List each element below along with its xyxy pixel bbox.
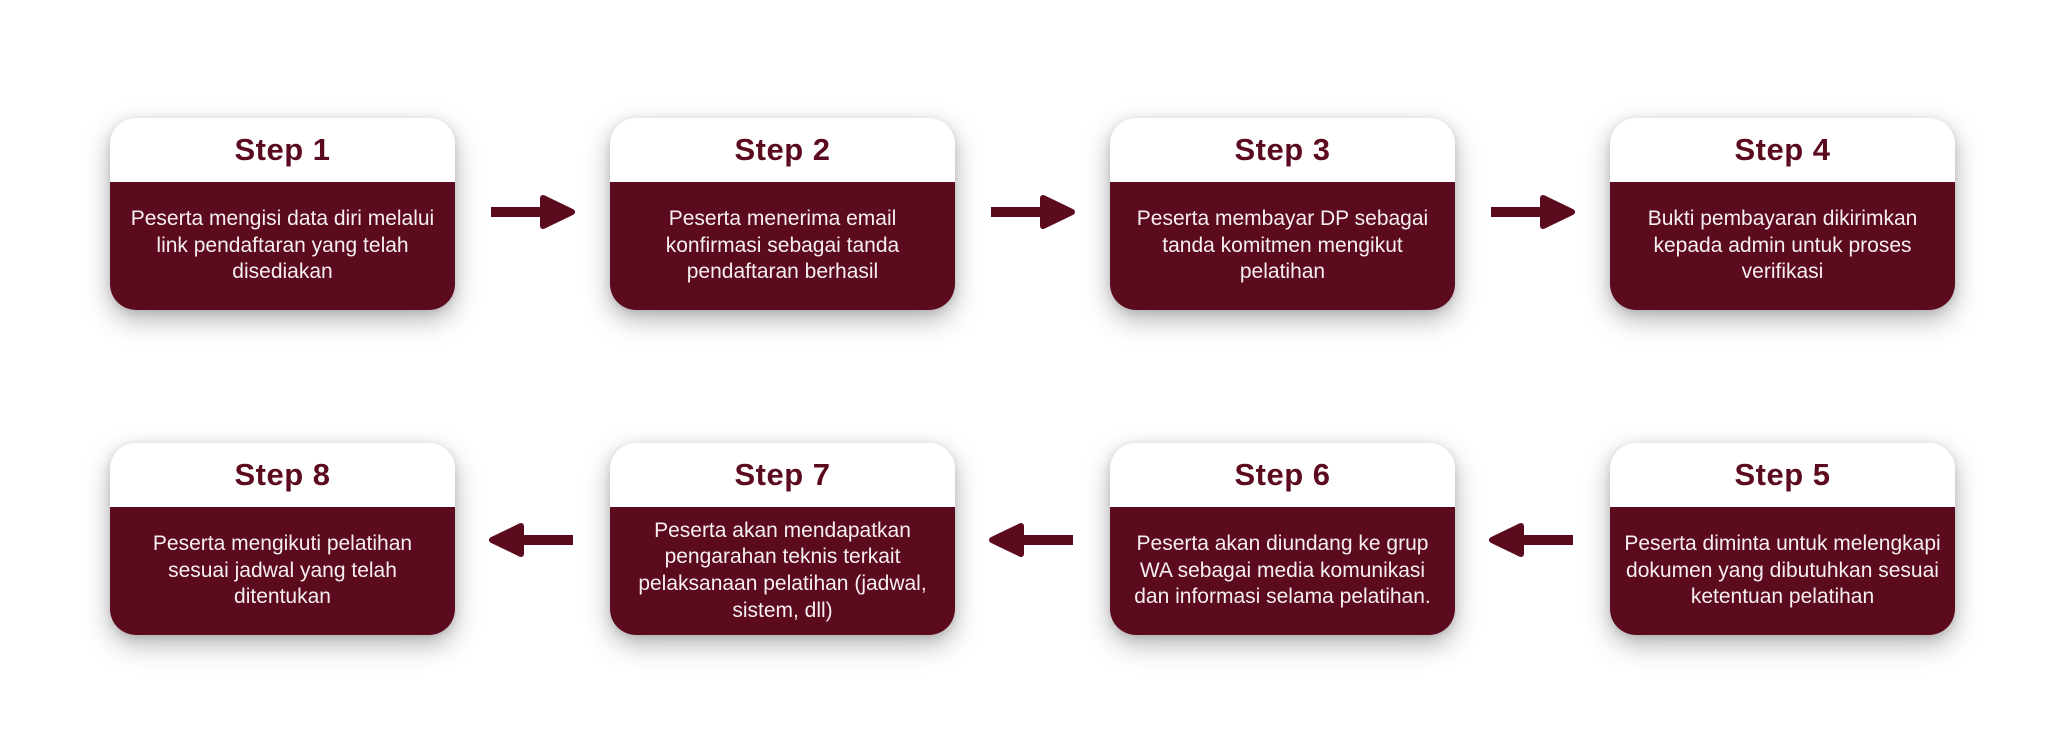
flow-arrow-5-6 [1486,518,1578,562]
step-description: Peserta mengikuti pelatihan sesuai jadwa… [152,532,413,609]
step-description: Peserta akan mendapatkan pengarahan tekn… [638,518,927,622]
step-description: Peserta membayar DP sebagai tanda komitm… [1136,207,1429,284]
step-card-body: Peserta mengisi data diri melalui link p… [110,182,455,310]
step-card-header: Step 5 [1610,443,1955,507]
step-card-header: Step 7 [610,443,955,507]
step-card-body: Peserta membayar DP sebagai tanda komitm… [1110,182,1455,310]
step-card-header: Step 8 [110,443,455,507]
step-description: Peserta menerima email konfirmasi sebaga… [665,207,900,284]
step-card-header: Step 6 [1110,443,1455,507]
step-card-header: Step 2 [610,118,955,182]
step-card-header: Step 3 [1110,118,1455,182]
step-card-1: Step 1 Peserta mengisi data diri melalui… [110,118,455,310]
step-card-6: Step 6 Peserta akan diundang ke grup WA … [1110,443,1455,635]
step-card-7: Step 7 Peserta akan mendapatkan pengarah… [610,443,955,635]
step-card-body: Peserta mengikuti pelatihan sesuai jadwa… [110,507,455,635]
arrow-right-icon [491,195,575,229]
step-description: Peserta mengisi data diri melalui link p… [130,207,435,284]
flow-arrow-1-2 [486,190,578,234]
step-card-header: Step 4 [1610,118,1955,182]
step-card-body: Peserta menerima email konfirmasi sebaga… [610,182,955,310]
step-card-body: Bukti pembayaran dikirimkan kepada admin… [1610,182,1955,310]
arrow-left-icon [1489,523,1573,557]
step-card-5: Step 5 Peserta diminta untuk melengkapi … [1610,443,1955,635]
flow-arrow-6-7 [986,518,1078,562]
step-title: Step 7 [734,457,831,492]
flow-arrow-3-4 [1486,190,1578,234]
step-card-body: Peserta akan mendapatkan pengarahan tekn… [610,507,955,635]
step-card-4: Step 4 Bukti pembayaran dikirimkan kepad… [1610,118,1955,310]
step-card-8: Step 8 Peserta mengikuti pelatihan sesua… [110,443,455,635]
step-title: Step 1 [234,132,331,167]
step-card-header: Step 1 [110,118,455,182]
flow-arrow-2-3 [986,190,1078,234]
step-title: Step 6 [1234,457,1331,492]
step-title: Step 3 [1234,132,1331,167]
step-title: Step 8 [234,457,331,492]
step-description: Bukti pembayaran dikirimkan kepada admin… [1647,207,1918,284]
step-title: Step 5 [1734,457,1831,492]
step-description: Peserta akan diundang ke grup WA sebagai… [1134,532,1431,609]
arrow-right-icon [1491,195,1575,229]
step-title: Step 2 [734,132,831,167]
flow-arrow-7-8 [486,518,578,562]
arrow-left-icon [489,523,573,557]
step-title: Step 4 [1734,132,1831,167]
arrow-right-icon [991,195,1075,229]
step-card-body: Peserta akan diundang ke grup WA sebagai… [1110,507,1455,635]
arrow-left-icon [989,523,1073,557]
step-card-body: Peserta diminta untuk melengkapi dokumen… [1610,507,1955,635]
step-card-2: Step 2 Peserta menerima email konfirmasi… [610,118,955,310]
step-card-3: Step 3 Peserta membayar DP sebagai tanda… [1110,118,1455,310]
step-description: Peserta diminta untuk melengkapi dokumen… [1624,532,1941,609]
